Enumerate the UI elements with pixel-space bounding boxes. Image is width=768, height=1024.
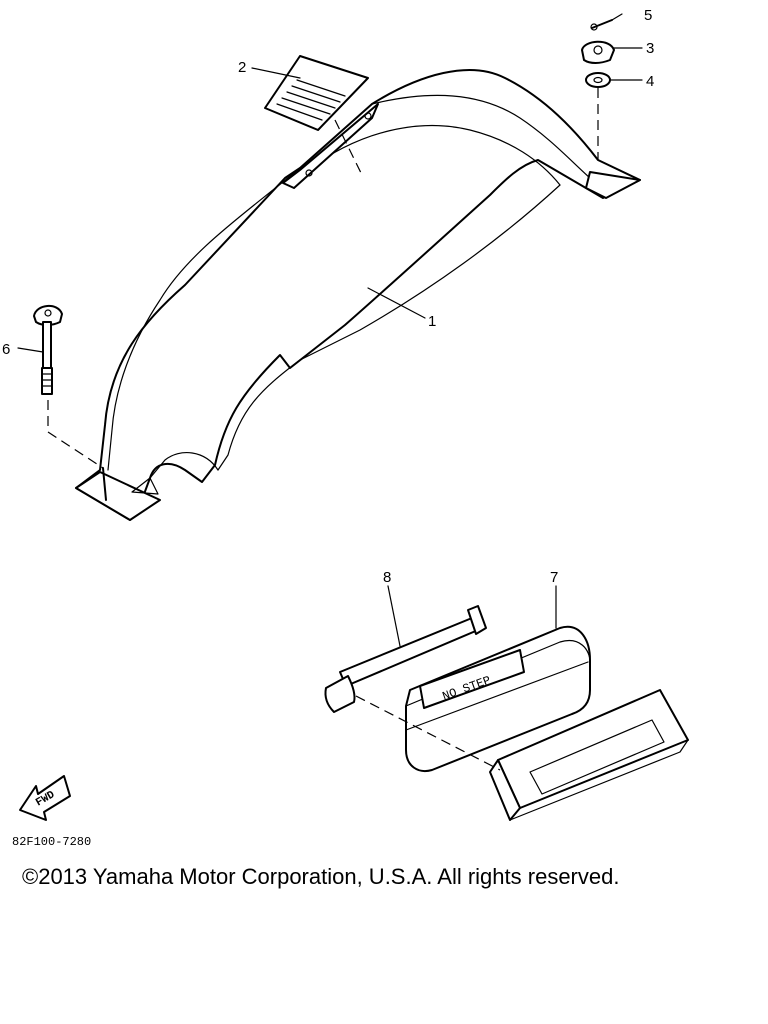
decal-part-2 (251, 55, 369, 176)
bolt-part-6 (17, 305, 104, 469)
strap-part-8 (324, 585, 501, 771)
callout-3: 3 (646, 40, 654, 57)
toolbox-part-7: NO STEP (405, 585, 591, 772)
callout-7: 7 (550, 569, 558, 586)
callout-5: 5 (644, 7, 652, 24)
callout-6: 6 (2, 341, 10, 358)
part-code-label: 82F100-7280 (12, 835, 91, 849)
fender-part-1 (75, 69, 641, 521)
hardware-parts-3-4-5 (581, 13, 643, 160)
callout-4: 4 (646, 73, 654, 90)
fwd-arrow-icon: FWD (19, 775, 71, 821)
callout-1: 1 (428, 313, 436, 330)
copyright-notice: ©2013 Yamaha Motor Corporation, U.S.A. A… (22, 864, 620, 889)
callout-2: 2 (238, 59, 246, 76)
callout-8: 8 (383, 569, 391, 586)
toolbox-bracket (489, 689, 689, 821)
